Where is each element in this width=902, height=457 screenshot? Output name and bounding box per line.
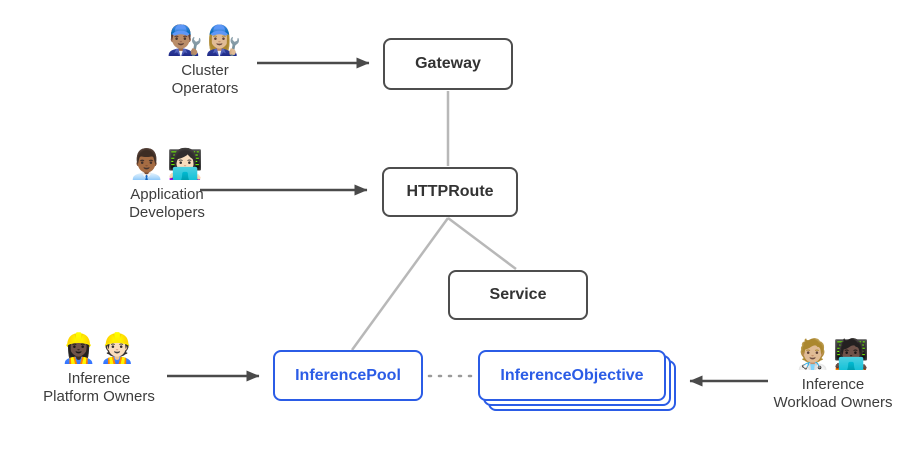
cluster-operators-label-line2: Operators: [171, 80, 239, 97]
man-office-worker-icon: 👨🏾‍💼: [128, 149, 167, 181]
man-technologist-icon: 🧑🏿‍💻: [833, 339, 872, 371]
woman-technologist-icon: 👩🏻‍💻: [167, 149, 206, 181]
inference-platform-owners-emoji-row: 👷🏿‍♀️👷🏻: [4, 332, 194, 367]
node-service-label: Service: [489, 286, 547, 303]
application-developers-label-line1: Application: [130, 186, 204, 203]
health-worker-icon: 🧑🏼‍⚕️: [794, 339, 833, 371]
woman-mechanic-icon: 👩🏼‍🔧: [205, 25, 244, 57]
node-inferenceobjective: InferenceObjective: [478, 350, 666, 401]
construction-worker-icon: 👷🏻: [99, 333, 138, 365]
node-service: Service: [448, 270, 588, 320]
inference-workload-owners-label: Inference Workload Owners: [738, 376, 902, 412]
persona-cluster-operators: 👨🏽‍🔧👩🏼‍🔧 Cluster Operators: [110, 24, 300, 98]
node-inferenceobjective-stack: InferenceObjective: [478, 350, 678, 415]
inference-platform-owners-label: Inference Platform Owners: [4, 370, 194, 406]
woman-construction-worker-icon: 👷🏿‍♀️: [60, 333, 99, 365]
inference-workload-owners-emoji-row: 🧑🏼‍⚕️🧑🏿‍💻: [738, 338, 902, 373]
node-httproute: HTTPRoute: [382, 167, 518, 217]
inference-workload-owners-label-line2: Workload Owners: [773, 394, 893, 411]
node-httproute-label: HTTPRoute: [406, 183, 494, 200]
node-gateway: Gateway: [383, 38, 513, 90]
persona-inference-workload-owners: 🧑🏼‍⚕️🧑🏿‍💻 Inference Workload Owners: [738, 338, 902, 412]
application-developers-emoji-row: 👨🏾‍💼👩🏻‍💻: [72, 148, 262, 183]
man-mechanic-icon: 👨🏽‍🔧: [166, 25, 205, 57]
edge-httproute-service: [447, 217, 517, 270]
inference-workload-owners-label-line1: Inference: [801, 376, 865, 393]
node-gateway-label: Gateway: [415, 55, 481, 72]
application-developers-label-line2: Developers: [129, 204, 205, 221]
inference-platform-owners-label-line2: Platform Owners: [43, 388, 155, 405]
cluster-operators-label-line1: Cluster: [181, 62, 229, 79]
cluster-operators-label: Cluster Operators: [110, 62, 300, 98]
inference-platform-owners-label-line1: Inference: [67, 370, 131, 387]
node-inferenceobjective-label: InferenceObjective: [500, 366, 644, 384]
persona-inference-platform-owners: 👷🏿‍♀️👷🏻 Inference Platform Owners: [4, 332, 194, 406]
persona-application-developers: 👨🏾‍💼👩🏻‍💻 Application Developers: [72, 148, 262, 222]
application-developers-label: Application Developers: [72, 186, 262, 222]
node-inferencepool-label: InferencePool: [295, 366, 401, 384]
edge-httproute-inferencepool: [350, 217, 450, 351]
cluster-operators-emoji-row: 👨🏽‍🔧👩🏼‍🔧: [110, 24, 300, 59]
node-inferencepool: InferencePool: [273, 350, 423, 401]
